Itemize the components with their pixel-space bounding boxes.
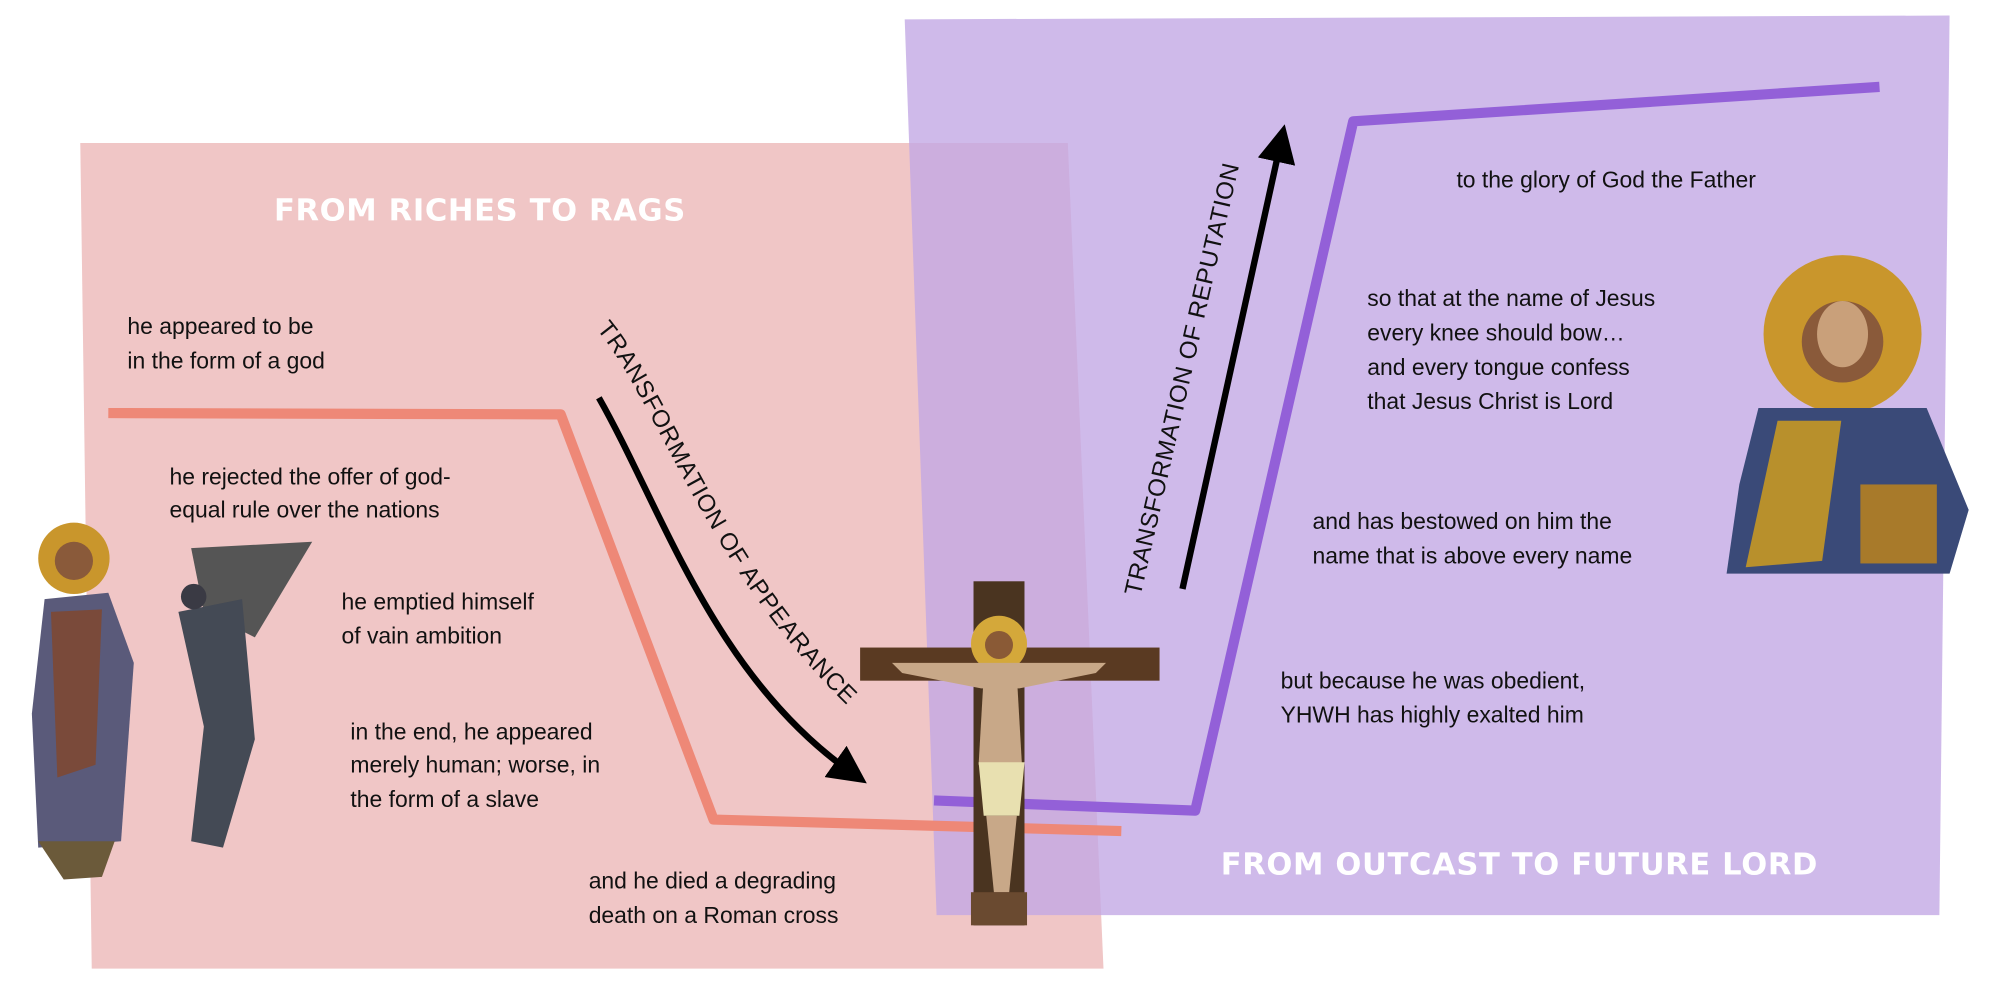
step-text: merely human; worse, in: [350, 751, 600, 777]
step-text: and he died a degrading: [589, 867, 836, 893]
step-text: YHWH has highly exalted him: [1281, 702, 1584, 728]
reputation-arrow: [1179, 124, 1296, 590]
step-text: he rejected the offer of god-: [169, 463, 450, 489]
right-panel-title: FROM OUTCAST TO FUTURE LORD: [1221, 847, 1818, 882]
step-text: of vain ambition: [341, 623, 502, 649]
step-text: in the form of a god: [127, 347, 325, 373]
step-text: the form of a slave: [350, 786, 539, 812]
temptation-mosaic-image: [31, 522, 313, 880]
pantocrator-image: [1726, 255, 1969, 574]
crucifix-image: [860, 581, 1160, 926]
ascent-line: [933, 81, 1880, 816]
step-text: so that at the name of Jesus: [1367, 285, 1655, 311]
right-steps: to the glory of God the Father so that a…: [1281, 167, 1757, 728]
step-text: and every tongue confess: [1367, 354, 1630, 380]
step-text: death on a Roman cross: [589, 902, 839, 928]
left-steps: he appeared to be in the form of a god h…: [127, 313, 838, 928]
purple-panel: [904, 15, 1950, 916]
step-text: in the end, he appeared: [350, 718, 592, 744]
left-panel-title: FROM RICHES TO RAGS: [274, 194, 686, 229]
descent-line: [108, 407, 1122, 837]
step-text: but because he was obedient,: [1281, 667, 1586, 693]
step-text: name that is above every name: [1312, 542, 1632, 568]
step-text: to the glory of God the Father: [1456, 167, 1756, 193]
appearance-arrow: [596, 396, 867, 784]
step-text: and has bestowed on him the: [1312, 508, 1611, 534]
step-text: every knee should bow…: [1367, 319, 1624, 345]
step-text: he emptied himself: [341, 588, 534, 614]
step-text: equal rule over the nations: [169, 497, 439, 523]
step-text: he appeared to be: [127, 313, 313, 339]
step-text: that Jesus Christ is Lord: [1367, 388, 1613, 414]
